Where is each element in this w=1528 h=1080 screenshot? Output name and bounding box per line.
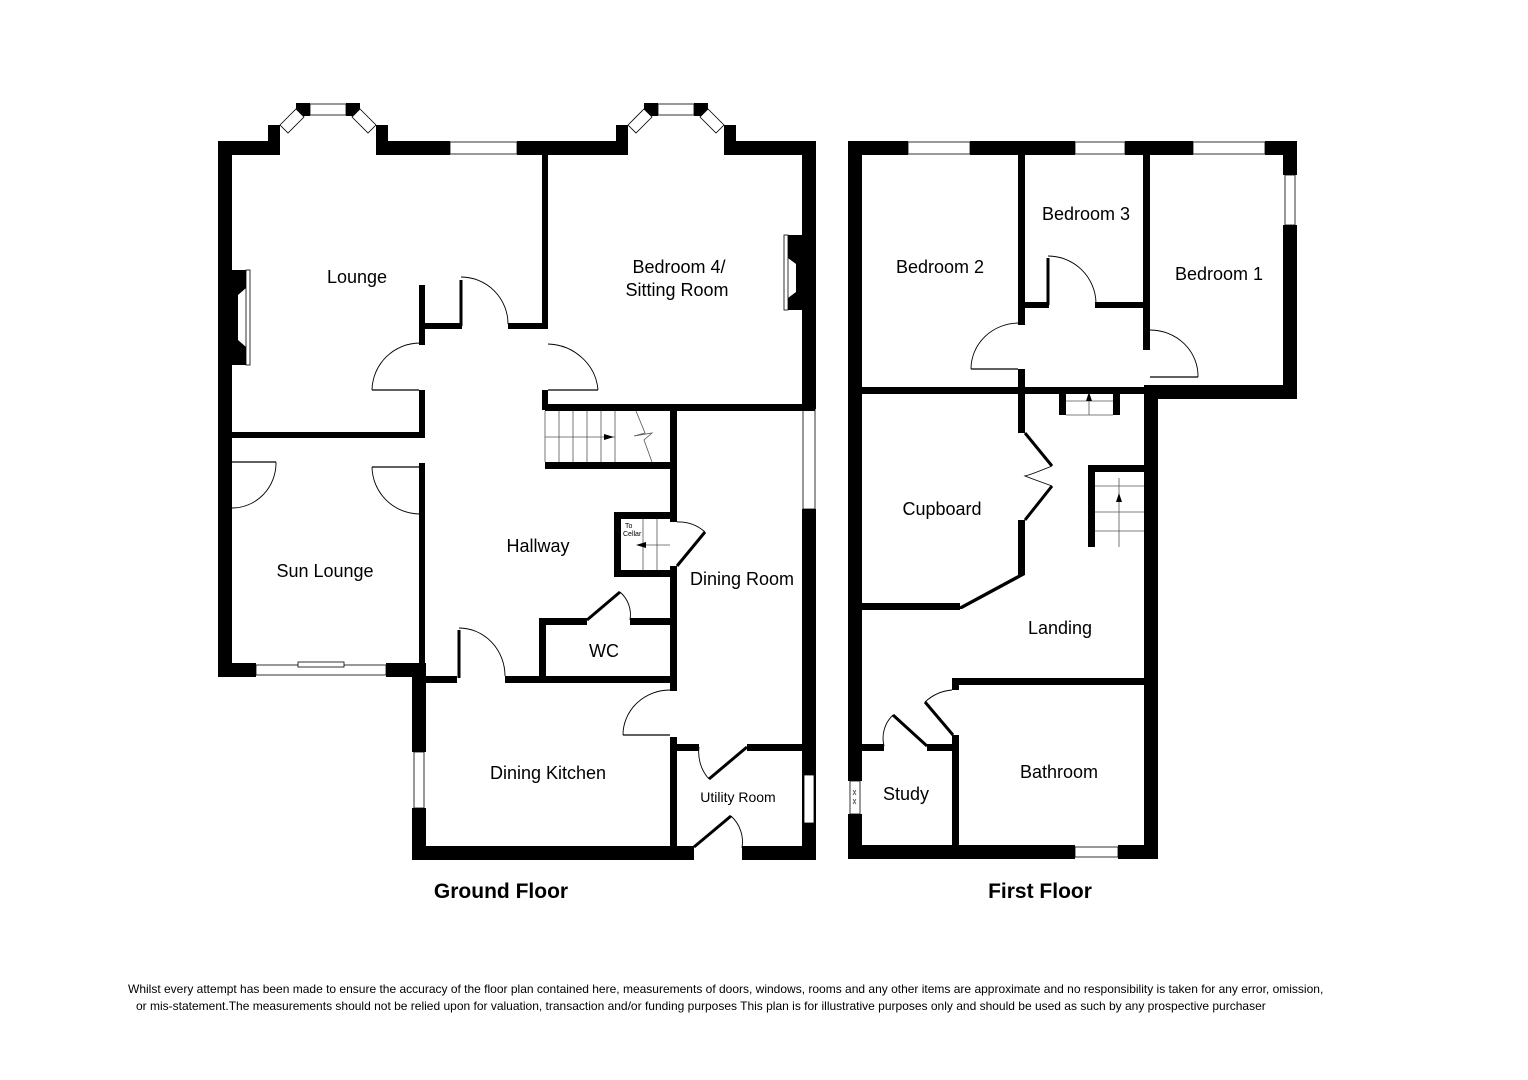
room-label-dining-room: Dining Room: [690, 569, 794, 589]
first-floor-plan: [848, 141, 1297, 859]
room-label-bathroom: Bathroom: [1020, 762, 1098, 782]
ground-floor-plan: To Cellar: [218, 103, 816, 860]
cellar-stairs: To Cellar: [623, 519, 670, 570]
study-window: [852, 789, 857, 805]
room-label-lounge: Lounge: [327, 267, 387, 287]
room-label-utility-room: Utility Room: [700, 789, 775, 805]
room-label-sun-lounge: Sun Lounge: [276, 561, 373, 581]
room-label-bedroom1: Bedroom 1: [1175, 264, 1263, 284]
ground-floor-title: Ground Floor: [434, 880, 568, 903]
staircase: [544, 410, 654, 463]
room-label-bedroom2: Bedroom 2: [896, 257, 984, 277]
first-floor-title: First Floor: [988, 880, 1092, 903]
room-label-landing: Landing: [1028, 618, 1092, 638]
room-label-hallway: Hallway: [506, 536, 569, 556]
cellar-label-line2: Cellar: [623, 531, 642, 538]
disclaimer-line1: Whilst every attempt has been made to en…: [128, 982, 1324, 996]
cellar-label-line1: To: [625, 523, 633, 530]
disclaimer-line2: or mis-statement.The measurements should…: [136, 999, 1266, 1013]
room-label-study: Study: [883, 784, 929, 804]
room-label-bedroom4-line1: Bedroom 4/: [632, 257, 725, 277]
room-label-bedroom4-line2: Sitting Room: [625, 280, 728, 300]
room-label-wc: WC: [589, 641, 619, 661]
room-label-cupboard: Cupboard: [902, 499, 981, 519]
room-label-bedroom3: Bedroom 3: [1042, 204, 1130, 224]
disclaimer: Whilst every attempt has been made to en…: [128, 981, 1418, 1015]
room-label-dining-kitchen: Dining Kitchen: [490, 763, 606, 783]
